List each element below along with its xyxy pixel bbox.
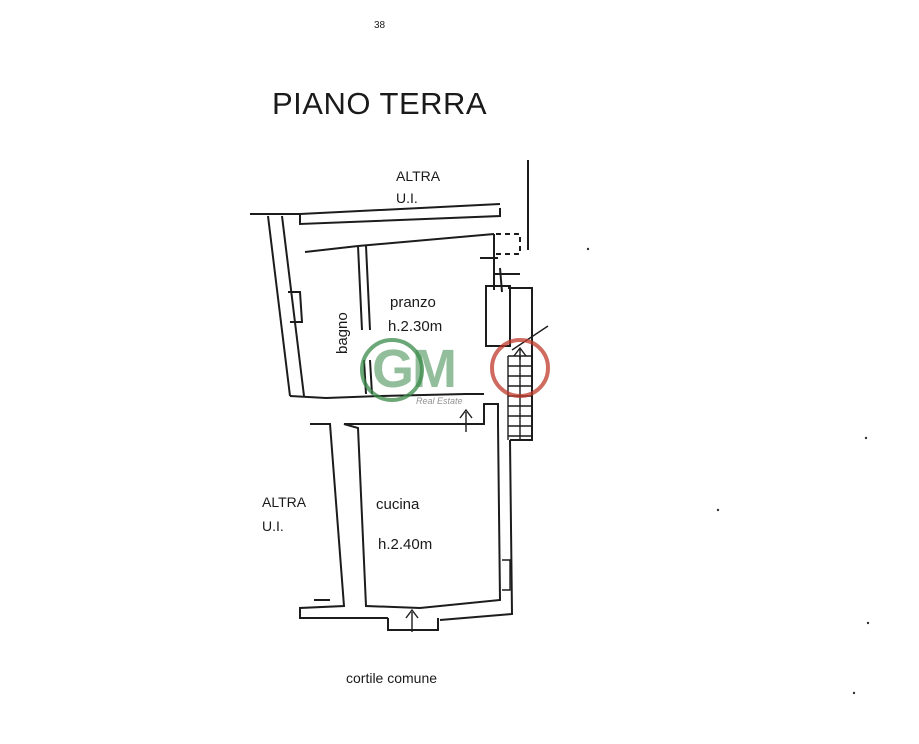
speck bbox=[852, 691, 856, 695]
bath-partition-lower bbox=[363, 359, 373, 395]
neighbor-top-line2: U.I. bbox=[396, 190, 418, 206]
stair-arrow bbox=[513, 346, 527, 360]
neighbor-left-line2: U.I. bbox=[262, 518, 284, 534]
cucina-walls bbox=[343, 403, 502, 610]
neighbor-top-line1: ALTRA bbox=[396, 168, 441, 184]
cucina-door bbox=[387, 618, 439, 631]
room-label-bagno: bagno bbox=[334, 312, 351, 354]
stair-diagonal bbox=[511, 325, 549, 351]
top-wall bbox=[250, 203, 501, 226]
stair-rail bbox=[507, 356, 521, 440]
room-label-cucina: cucina bbox=[376, 496, 420, 513]
speck bbox=[586, 247, 590, 251]
speck bbox=[866, 621, 870, 625]
watermark-red-ring bbox=[490, 338, 550, 398]
watermark-subtitle: Real Estate bbox=[416, 396, 463, 406]
room-height-pranzo: h.2.30m bbox=[388, 318, 443, 335]
cucina-outer-left bbox=[299, 423, 388, 619]
door-arrow-inner bbox=[459, 408, 473, 432]
top-page-mark: 38 bbox=[374, 20, 386, 31]
bath-wall-top bbox=[304, 245, 359, 253]
courtyard-label: cortile comune bbox=[346, 670, 438, 686]
stair-box bbox=[508, 287, 533, 441]
cucina-outer-right bbox=[439, 439, 514, 621]
pranzo-wall-top bbox=[357, 233, 495, 247]
window-mark bbox=[480, 257, 520, 293]
speck bbox=[716, 508, 720, 512]
room-label-pranzo: pranzo bbox=[390, 294, 436, 311]
neighbor-left-line1: ALTRA bbox=[262, 494, 307, 510]
door-bath-jamb bbox=[288, 291, 304, 323]
pranzo-right-wall bbox=[485, 234, 511, 347]
watermark-letters: GM bbox=[372, 339, 457, 399]
window-top-right bbox=[496, 233, 521, 255]
bath-partition bbox=[357, 245, 371, 331]
watermark-green-ring bbox=[360, 338, 424, 402]
speck bbox=[864, 436, 868, 440]
entry-arrow bbox=[405, 608, 419, 632]
room-height-cucina: h.2.40m bbox=[378, 536, 433, 553]
left-wall-upper bbox=[267, 215, 305, 397]
watermark-logo bbox=[360, 338, 550, 402]
floor-title: PIANO TERRA bbox=[272, 86, 488, 121]
right-window bbox=[502, 559, 511, 591]
